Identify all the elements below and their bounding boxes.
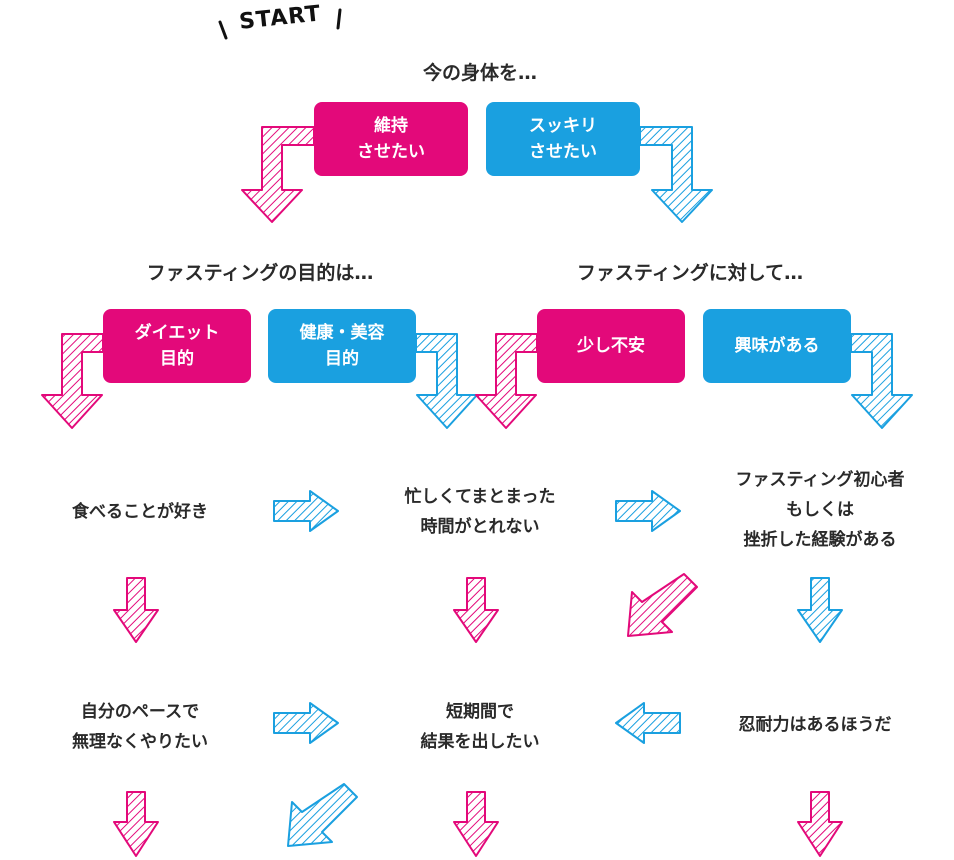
- diet-arrow: [41, 333, 104, 429]
- start-burst-icon: [218, 8, 342, 40]
- maintain-choice[interactable]: 維持 させたい: [314, 102, 468, 176]
- anxious-choice[interactable]: 少し不安: [537, 309, 685, 383]
- interested-arrow: [850, 333, 913, 429]
- r1-right-arrow-1: [273, 490, 339, 532]
- busy-text: 忙しくてまとまった 時間がとれない: [404, 487, 556, 537]
- r2c1-down-arrow: [113, 791, 159, 857]
- health-choice[interactable]: 健康・美容 目的: [268, 309, 416, 383]
- r2c1-diag-arrow: [287, 783, 358, 847]
- question-heading: 今の身体を…: [422, 62, 537, 84]
- r2-right-arrow: [273, 702, 339, 744]
- attitude-heading: ファスティングに対して…: [576, 262, 804, 284]
- r1c3-down-arrow: [797, 577, 843, 643]
- quick-results-text: 短期間で 結果を出したい: [420, 702, 540, 752]
- diet-choice[interactable]: ダイエット 目的: [103, 309, 251, 383]
- interested-choice[interactable]: 興味がある: [703, 309, 851, 383]
- maintain-arrow: [241, 126, 315, 223]
- r1-right-arrow-2: [615, 490, 681, 532]
- r2c2-down-arrow: [453, 791, 499, 857]
- refresh-arrow: [639, 126, 713, 223]
- r1c3-diag-arrow: [627, 573, 698, 637]
- own-pace-text: 自分のペースで 無理なくやりたい: [72, 702, 208, 752]
- love-eating-text: 食べることが好き: [72, 502, 208, 522]
- health-arrow: [415, 333, 478, 429]
- anxious-arrow: [475, 333, 538, 429]
- r2-left-arrow: [615, 702, 681, 744]
- purpose-heading: ファスティングの目的は…: [146, 262, 374, 284]
- r2c3-down-arrow: [797, 791, 843, 857]
- refresh-choice[interactable]: スッキリ させたい: [486, 102, 640, 176]
- beginner-text: ファスティング初心者 もしくは 挫折した経験がある: [735, 470, 905, 550]
- patience-text: 忍耐力はあるほうだ: [738, 715, 892, 735]
- r1c1-down-arrow: [113, 577, 159, 643]
- r1c2-down-arrow: [453, 577, 499, 643]
